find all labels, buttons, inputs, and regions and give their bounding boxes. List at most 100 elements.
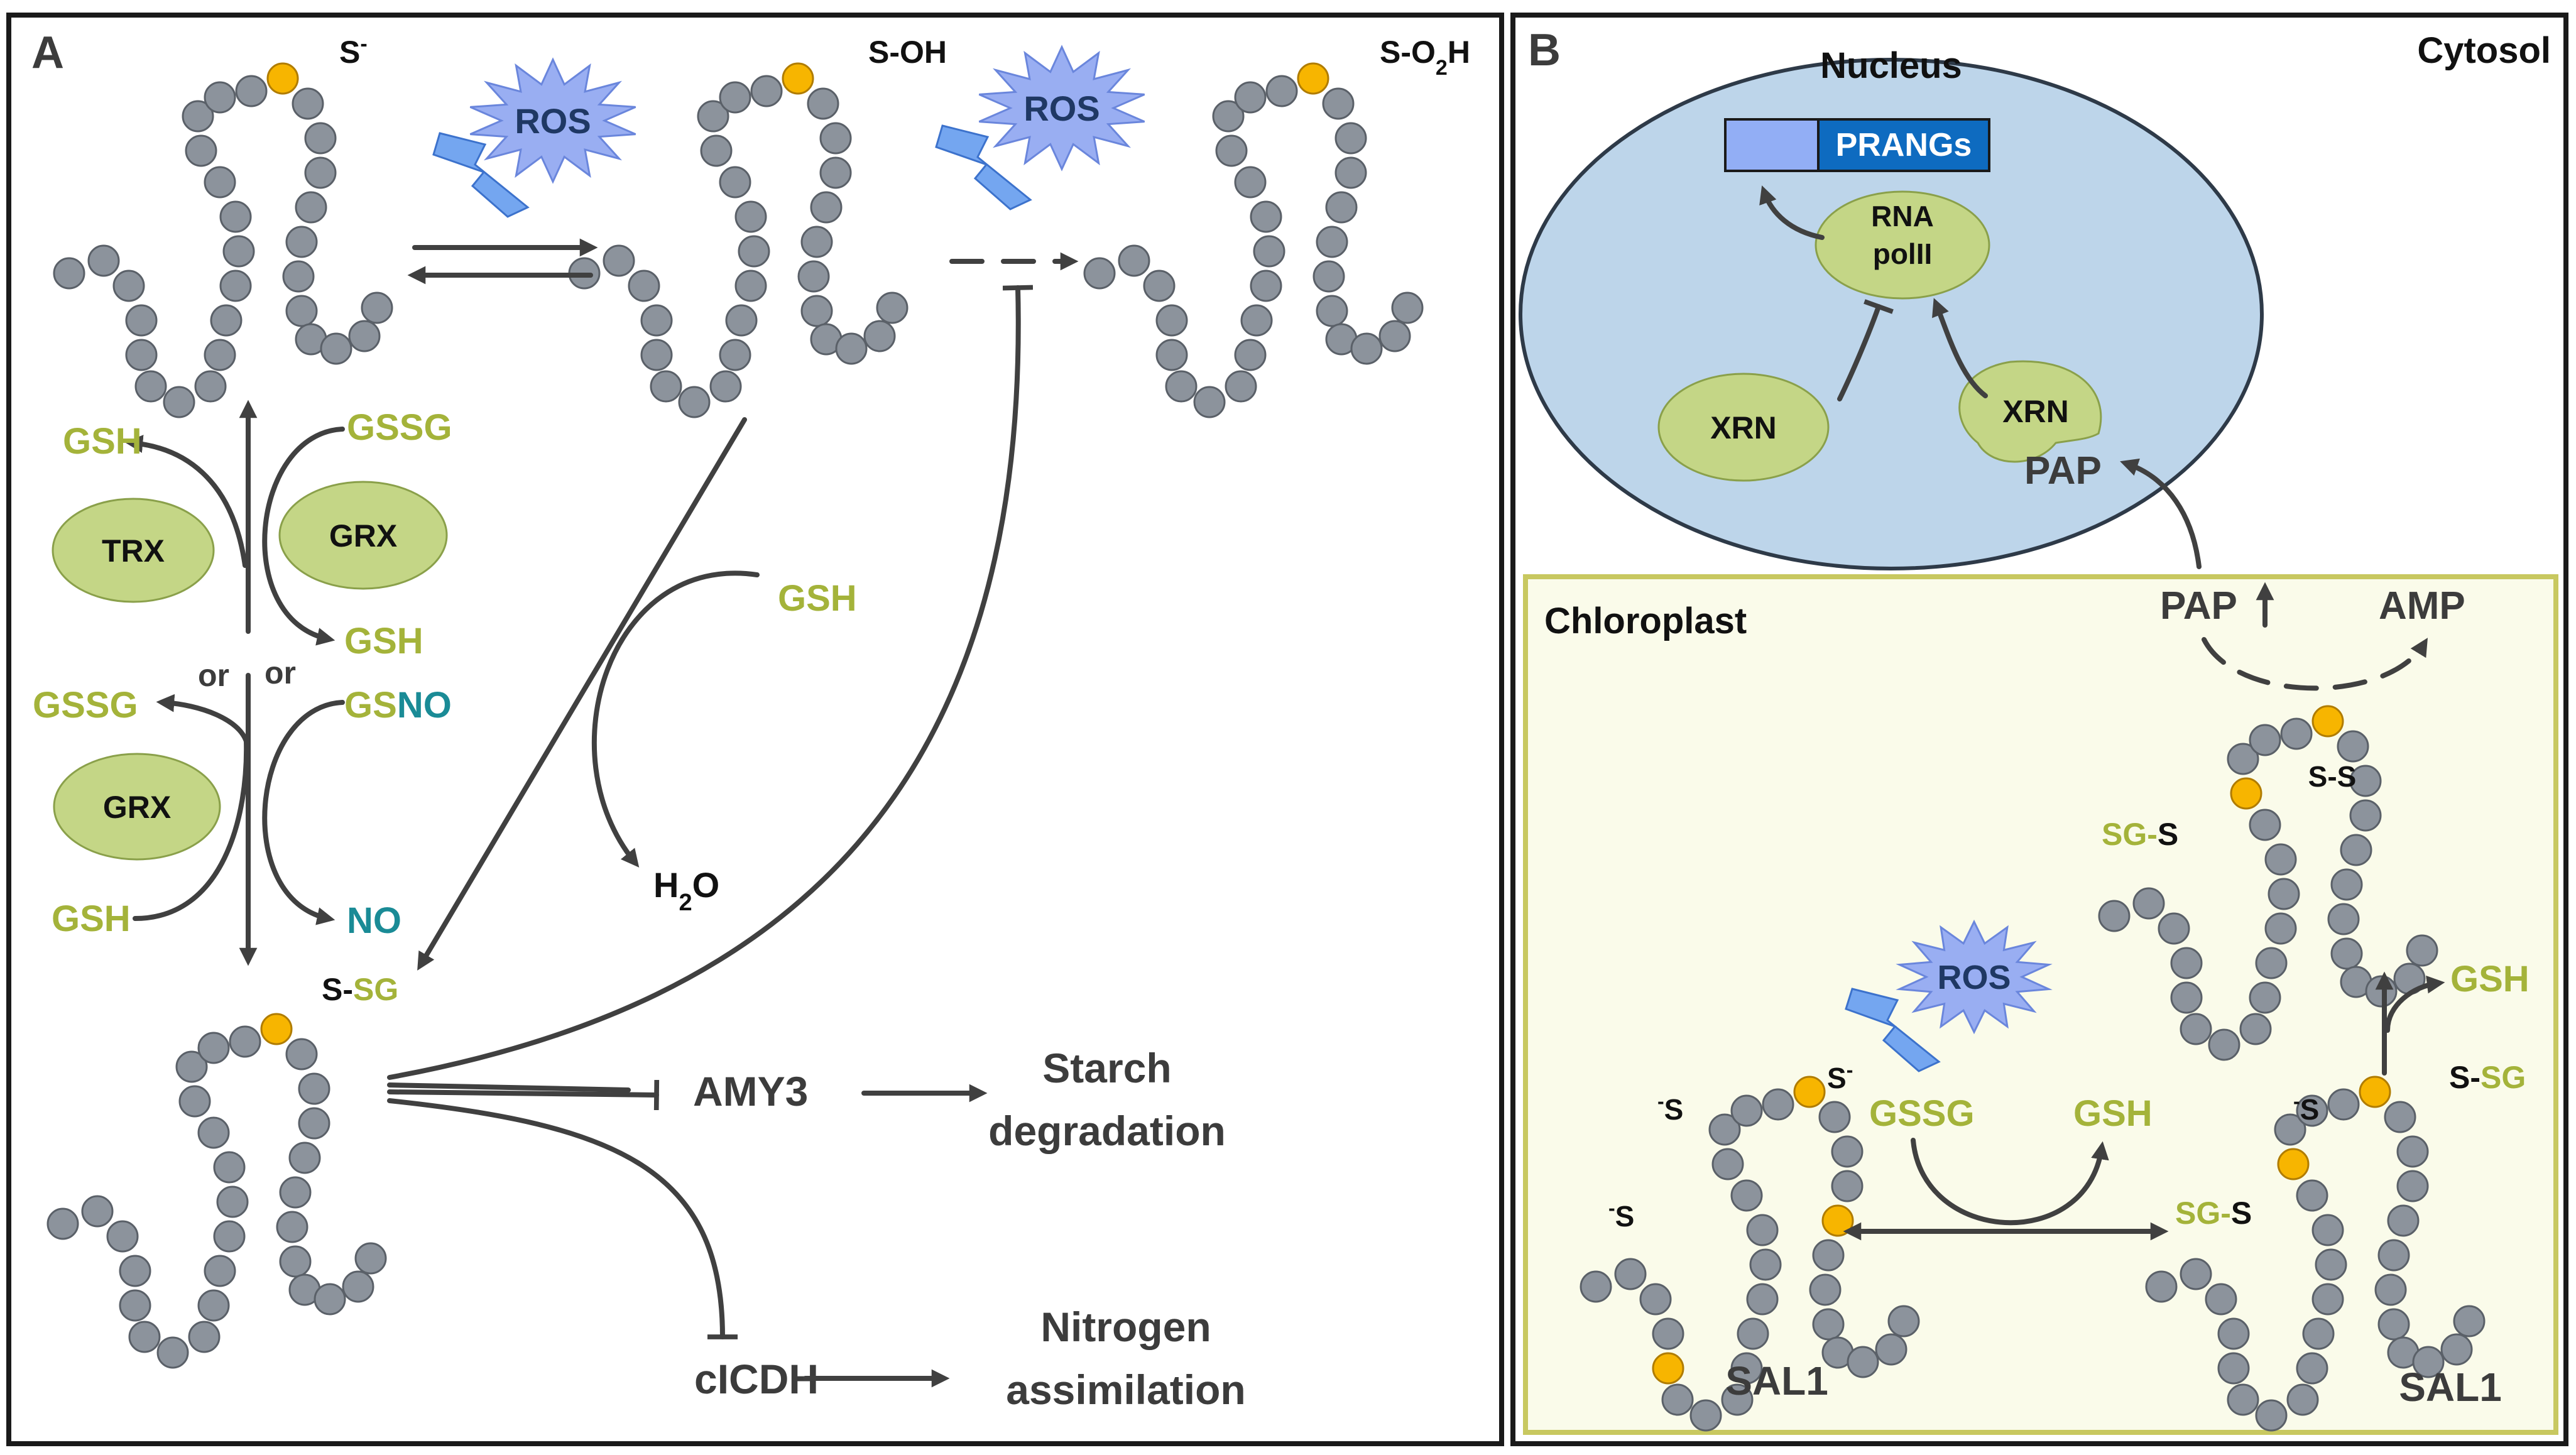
- amino-acid-bead: [1639, 1283, 1672, 1316]
- amino-acid-bead: [188, 1321, 221, 1353]
- amino-acid-bead: [1334, 122, 1367, 155]
- amino-acid-bead: [700, 134, 733, 167]
- amino-acid-bead: [719, 166, 751, 199]
- amino-acid-bead: [342, 1270, 374, 1303]
- amino-acid-bead: [295, 191, 327, 224]
- xrn-right-label: XRN: [2002, 394, 2069, 429]
- amino-acid-bead: [175, 1050, 208, 1083]
- lightning-bolt-icon: [1845, 988, 1941, 1072]
- amino-acid-bead: [81, 1195, 114, 1228]
- polii-transcription-arrow: [1759, 185, 1825, 240]
- gsno-curve: [262, 700, 345, 925]
- thiolate-label: S-: [339, 32, 368, 70]
- pap-nucleus-label: PAP: [2024, 449, 2102, 493]
- amino-acid-bead: [197, 1032, 230, 1064]
- amino-acid-bead: [2098, 900, 2131, 932]
- amino-acid-bead: [134, 370, 167, 403]
- amino-acid-bead: [734, 270, 767, 302]
- amino-acid-bead: [2145, 1270, 2178, 1303]
- amino-acid-bead: [697, 100, 729, 133]
- sg-s-right: SG-S: [2175, 1196, 2252, 1231]
- amino-acid-bead: [298, 1072, 330, 1105]
- starburst-icon: [1896, 919, 2053, 1035]
- amino-acid-bead: [298, 1107, 330, 1140]
- amino-acid-bead: [2180, 1258, 2212, 1290]
- cysteine-bead: [260, 1013, 293, 1045]
- disulfide-label: S-S: [2308, 760, 2357, 793]
- amino-acid-bead: [750, 75, 783, 107]
- amino-acid-bead: [2327, 903, 2360, 935]
- sulfinic-label: S-O2H: [1380, 35, 1470, 80]
- panel-b-letter: B: [1528, 25, 1561, 75]
- lightning-bolt-icon: [935, 124, 1032, 210]
- gssg-top-right: GSSG: [347, 407, 452, 448]
- amino-acid-bead: [2315, 1248, 2347, 1281]
- amino-acid-bead: [1737, 1317, 1769, 1350]
- amino-acid-bead: [125, 304, 158, 337]
- amino-acid-bead: [119, 1255, 151, 1287]
- amino-acid-bead: [222, 235, 255, 268]
- amino-acid-bead: [2365, 975, 2398, 1008]
- amino-acid-bead: [1313, 260, 1345, 293]
- gssg-curve: [262, 427, 345, 646]
- amino-acid-bead: [807, 87, 839, 120]
- water-label: H2O: [653, 865, 719, 916]
- amino-acid-bead: [1580, 1270, 1612, 1303]
- ros-burst-chloroplast: ROS: [1845, 919, 2053, 1072]
- amino-acid-bead: [204, 166, 236, 199]
- cysteine-bead: [1297, 62, 1329, 95]
- panel-a-letter: A: [31, 28, 64, 78]
- ros-label-chloroplast: ROS: [1937, 959, 2011, 996]
- xrn-left: [1657, 373, 1830, 482]
- inhibition-amy3: [387, 1079, 660, 1111]
- amino-acid-bead: [213, 1220, 246, 1253]
- amino-acid-bead: [354, 1242, 387, 1275]
- gsh-top-left: GSH: [63, 421, 142, 462]
- amino-acid-bead: [292, 87, 324, 120]
- amino-acid-bead: [2170, 981, 2203, 1014]
- glutathionylated-label: S-SG: [322, 972, 398, 1007]
- amino-acid-bead: [640, 304, 673, 337]
- amino-acid-bead: [738, 235, 770, 268]
- amino-acid-bead: [2453, 1305, 2486, 1338]
- amino-acid-bead: [1083, 257, 1116, 290]
- amino-acid-bead: [204, 81, 236, 114]
- amino-acid-bead: [1322, 87, 1355, 120]
- grx-enzyme-top: [278, 481, 448, 590]
- amino-acid-bead: [279, 1176, 312, 1209]
- amino-acid-bead: [2302, 1317, 2335, 1350]
- thiolate-reduced-2: S-: [1827, 1059, 1853, 1094]
- amino-acid-bead: [276, 1211, 308, 1243]
- starch-line-1: Starch: [1042, 1045, 1171, 1091]
- amino-acid-bead: [2249, 981, 2281, 1014]
- protein-sulfenic: [568, 62, 909, 418]
- ros-label-1: ROS: [515, 101, 591, 141]
- amino-acid-bead: [2440, 1333, 2473, 1366]
- amino-acid-bead: [2396, 1135, 2429, 1168]
- amino-acid-bead: [320, 332, 352, 365]
- amino-acid-bead: [1165, 370, 1198, 403]
- grx-label-bottom: GRX: [103, 790, 171, 825]
- amino-acid-bead: [1193, 386, 1226, 418]
- amino-acid-bead: [876, 292, 909, 324]
- amino-acid-bead: [285, 295, 318, 327]
- sulfenic-label: S-OH: [868, 35, 947, 70]
- pap-export-arrow: [2120, 458, 2202, 569]
- gssg-mid-left: GSSG: [33, 685, 138, 726]
- amino-acid-bead: [2311, 1283, 2344, 1316]
- amino-acid-bead: [2377, 1308, 2410, 1341]
- amino-acid-bead: [1614, 1258, 1647, 1290]
- cysteine-bead: [2230, 777, 2262, 810]
- amino-acid-bead: [2264, 843, 2297, 876]
- amino-acid-bead: [1818, 1101, 1851, 1133]
- ros-burst-2: ROS: [935, 45, 1145, 210]
- amino-acid-bead: [678, 386, 711, 418]
- amino-acid-bead: [119, 1289, 151, 1322]
- rna-label-1: RNA: [1871, 200, 1934, 232]
- nucleus-label: Nucleus: [1820, 45, 1962, 86]
- inhibition-cicdh: [387, 1098, 738, 1339]
- gsh-to-water-arrow: [591, 570, 760, 868]
- amino-acid-bead: [1730, 1179, 1763, 1212]
- amino-acid-bead: [1250, 270, 1282, 302]
- amino-acid-bead: [1887, 1305, 1920, 1338]
